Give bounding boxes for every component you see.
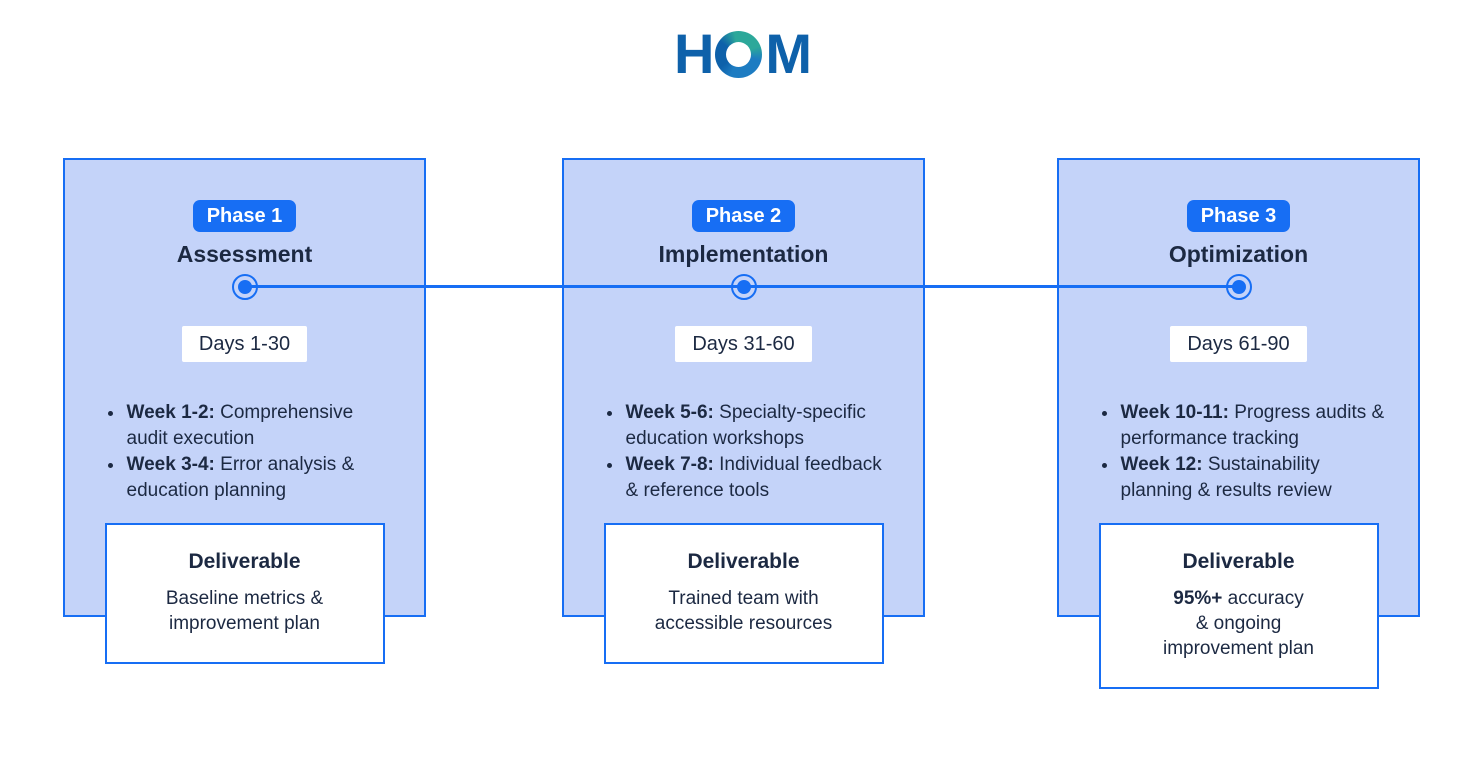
days-label-3: Days 61-90 — [1170, 326, 1307, 362]
deliverable-text: improvement plan — [1162, 638, 1315, 659]
phase-3-title: Optimization — [1168, 241, 1309, 267]
week-description: Error analysis & education planning — [126, 454, 355, 501]
deliverable-text: Baseline metrics & — [165, 588, 324, 609]
week-description: Specialty-specific education workshops — [625, 402, 866, 449]
week-item: Week 5-6: Specialty-specific education w… — [624, 400, 894, 452]
week-description: Individual feedback & reference tools — [625, 454, 882, 501]
week-item: Week 3-4: Error analysis & education pla… — [125, 452, 395, 504]
phase-2-title: Implementation — [658, 241, 829, 267]
week-range-label: Week 7-8: — [625, 454, 714, 475]
deliverable-text-line: 95%+ accuracy — [1111, 586, 1367, 611]
week-description: Sustainability planning & results review — [1120, 454, 1332, 501]
phase-1-badge: Phase 1 — [192, 200, 297, 232]
week-description: Comprehensive audit execution — [126, 402, 354, 449]
swirl-ring-icon — [715, 30, 763, 78]
week-description: Progress audits & performance tracking — [1120, 402, 1385, 449]
week-item: Week 10-11: Progress audits & performanc… — [1119, 400, 1389, 452]
week-list-1: Week 1-2: Comprehensive audit execution … — [95, 400, 395, 504]
deliverable-text-line: & ongoing — [1111, 611, 1367, 636]
hom-logo: H M — [0, 26, 1484, 82]
week-list-2: Week 5-6: Specialty-specific education w… — [594, 400, 894, 504]
deliverable-text-line: improvement plan — [1111, 636, 1367, 661]
deliverable-bold: 95%+ — [1173, 588, 1223, 609]
week-range-label: Week 1-2: — [126, 402, 215, 423]
deliverable-text: accuracy — [1222, 588, 1304, 609]
deliverable-text: improvement plan — [168, 613, 321, 634]
phase-1-card: Phase 1 Assessment Days 1-30 Week 1-2: C… — [63, 158, 426, 664]
deliverable-card-3: Deliverable 95%+ accuracy & ongoing impr… — [1098, 523, 1379, 689]
days-label-wrap: Days 1-30 — [65, 326, 424, 362]
days-label-2: Days 31-60 — [675, 326, 812, 362]
deliverable-card-1: Deliverable Baseline metrics & improveme… — [104, 523, 385, 664]
deliverable-text: Trained team with — [668, 588, 819, 609]
week-item: Week 7-8: Individual feedback & referenc… — [624, 452, 894, 504]
deliverable-text-line: accessible resources — [616, 611, 872, 636]
deliverable-card-2: Deliverable Trained team with accessible… — [603, 523, 884, 664]
days-label-1: Days 1-30 — [181, 326, 308, 362]
week-range-label: Week 5-6: — [625, 402, 714, 423]
phase-1-title: Assessment — [176, 241, 313, 267]
week-range-label: Week 10-11: — [1120, 402, 1229, 423]
deliverable-text: & ongoing — [1195, 613, 1282, 634]
deliverable-text-line: Baseline metrics & — [117, 586, 373, 611]
logo-letter-h: H — [673, 22, 714, 85]
week-list-3: Week 10-11: Progress audits & performanc… — [1089, 400, 1389, 504]
days-label-wrap: Days 31-60 — [564, 326, 923, 362]
deliverable-text-line: improvement plan — [117, 611, 373, 636]
days-label-wrap: Days 61-90 — [1059, 326, 1418, 362]
phase-3-badge: Phase 3 — [1186, 200, 1291, 232]
deliverable-text: accessible resources — [654, 613, 833, 634]
phase-3-card: Phase 3 Optimization Days 61-90 Week 10-… — [1057, 158, 1420, 689]
phase-2-badge: Phase 2 — [691, 200, 796, 232]
deliverable-text-line: Trained team with — [616, 586, 872, 611]
deliverable-title: Deliverable — [1182, 550, 1295, 573]
timeline-line — [244, 285, 1239, 288]
week-range-label: Week 3-4: — [126, 454, 215, 475]
logo-letter-m: M — [765, 22, 812, 85]
week-range-label: Week 12: — [1120, 454, 1203, 475]
deliverable-title: Deliverable — [687, 550, 800, 573]
phase-2-card: Phase 2 Implementation Days 31-60 Week 5… — [562, 158, 925, 664]
week-item: Week 12: Sustainability planning & resul… — [1119, 452, 1389, 504]
week-item: Week 1-2: Comprehensive audit execution — [125, 400, 395, 452]
deliverable-title: Deliverable — [188, 550, 301, 573]
